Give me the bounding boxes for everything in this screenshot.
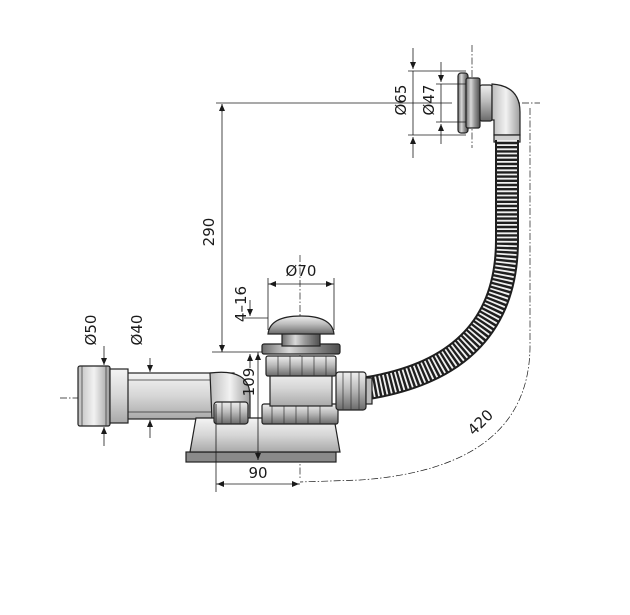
- label-body-height: 109: [240, 368, 258, 397]
- label-overflow-inner-diameter: Ø47: [420, 85, 438, 116]
- overflow-unit: [457, 72, 521, 143]
- label-hose-length: 420: [464, 406, 497, 439]
- label-cap-diameter: Ø70: [286, 262, 317, 280]
- label-overflow-outer-diameter: Ø65: [392, 85, 410, 116]
- label-outlet-outer-diameter: Ø50: [82, 315, 100, 346]
- dimension-lines: [101, 48, 466, 492]
- label-outlet-inner-diameter: Ø40: [128, 315, 146, 346]
- label-height-290: 290: [200, 218, 218, 247]
- drain-body: [185, 315, 373, 463]
- label-cap-gap: 4–16: [232, 286, 250, 322]
- label-outlet-offset: 90: [248, 464, 267, 482]
- corrugated-hose: [365, 140, 519, 400]
